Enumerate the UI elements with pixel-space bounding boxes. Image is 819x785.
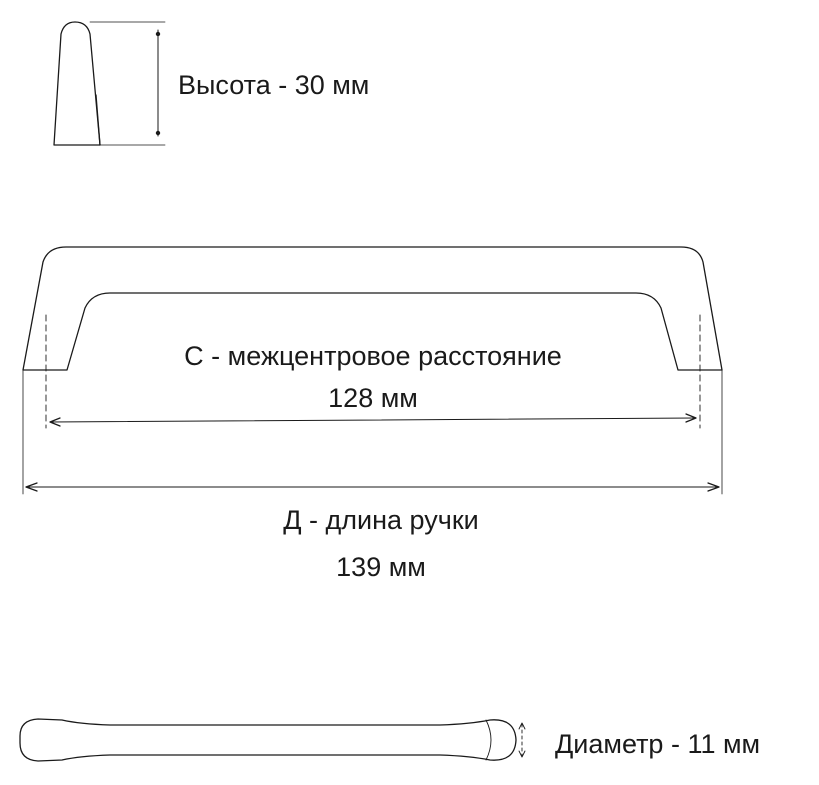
center-distance-dimension-line [49, 413, 697, 427]
height-dimension-line [155, 29, 161, 137]
diameter-dimension-line [518, 722, 526, 758]
handle-top-view [19, 718, 517, 762]
length-dimension-line [25, 482, 720, 492]
center-distance-value: 128 мм [328, 383, 418, 413]
side-profile [53, 21, 166, 146]
center-distance-label: С - межцентровое расстояние [184, 341, 562, 371]
handle-front-view [22, 246, 723, 495]
height-label: Высота - 30 мм [178, 70, 370, 100]
length-label: Д - длина ручки [283, 505, 479, 535]
length-value: 139 мм [336, 552, 426, 582]
diameter-label: Диаметр - 11 мм [555, 729, 761, 759]
